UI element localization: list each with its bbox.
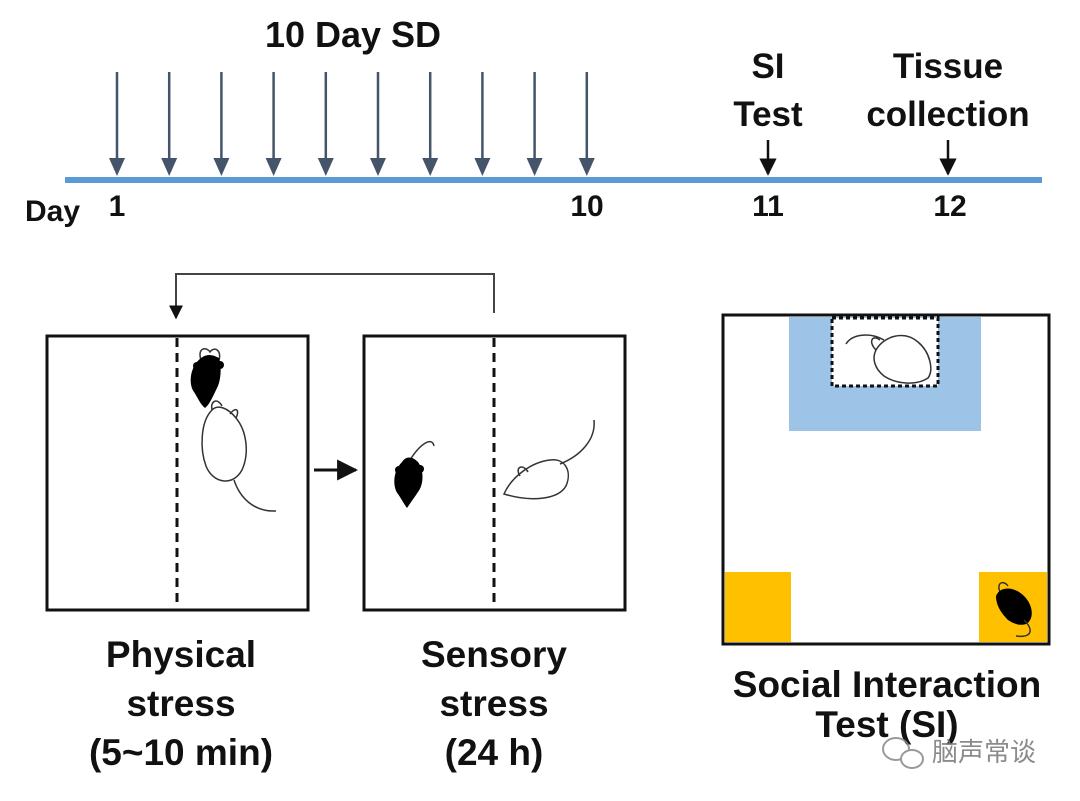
tick-label-day-11: 11 bbox=[752, 190, 784, 223]
watermark-text: 脑声常谈 bbox=[932, 738, 1036, 768]
white-mouse-sensory bbox=[502, 419, 595, 500]
tick-label-day-1: 1 bbox=[109, 190, 126, 223]
sensory-caption-line1: Sensory bbox=[421, 634, 567, 675]
event-tissue-line2: collection bbox=[866, 95, 1029, 134]
tick-label-day-12: 12 bbox=[933, 190, 966, 223]
sd-arrowhead-day-3 bbox=[213, 158, 230, 176]
sensory-caption-line3: (24 h) bbox=[445, 732, 544, 773]
sd-arrowhead-day-5 bbox=[317, 158, 334, 176]
social-caption-line1: Social Interaction bbox=[733, 664, 1041, 705]
black-mouse-sensory bbox=[394, 440, 435, 508]
tick-label-day-10: 10 bbox=[570, 190, 603, 223]
sd-arrowhead-day-2 bbox=[161, 158, 178, 176]
physical-caption-line1: Physical bbox=[106, 634, 256, 675]
event-si-line2: Test bbox=[733, 95, 803, 134]
target-mouse bbox=[845, 334, 932, 384]
black-mouse-physical bbox=[190, 347, 224, 408]
sensory-caption-line2: stress bbox=[439, 683, 548, 724]
sd-arrowhead-day-1 bbox=[109, 158, 125, 176]
sd-arrowhead-day-7 bbox=[422, 158, 439, 176]
loop-arrow bbox=[169, 273, 495, 320]
sd-arrowhead-day-6 bbox=[370, 158, 386, 176]
physical-caption-line2: stress bbox=[126, 683, 235, 724]
day-prefix: Day bbox=[25, 195, 80, 228]
sd-arrowhead-day-4 bbox=[265, 158, 282, 176]
sd-arrowhead-day-9 bbox=[526, 158, 543, 176]
sd-arrows bbox=[109, 72, 595, 176]
social-caption-line2: Test (SI) bbox=[815, 704, 958, 745]
timeline-title: 10 Day SD bbox=[265, 14, 441, 55]
sd-arrowhead-day-8 bbox=[474, 158, 491, 176]
black-mouse-si bbox=[996, 581, 1032, 638]
event-si-line1: SI bbox=[751, 47, 784, 86]
sd-arrowhead-day-10 bbox=[578, 158, 595, 176]
physical-caption-line3: (5~10 min) bbox=[89, 732, 273, 773]
white-mouse-physical bbox=[201, 400, 277, 512]
corner-zone-left bbox=[725, 572, 791, 642]
event-tissue-line1: Tissue bbox=[893, 47, 1003, 86]
watermark: 脑声常谈 bbox=[882, 737, 1036, 769]
wechat-icon bbox=[882, 737, 924, 769]
